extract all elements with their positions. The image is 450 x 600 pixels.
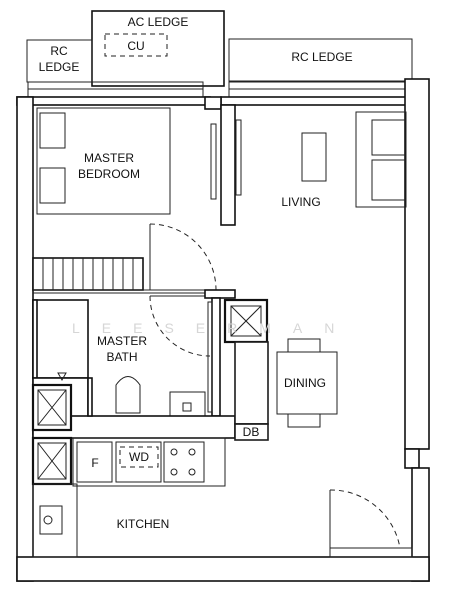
master-bath-label-1: MASTER [97, 334, 147, 348]
cu-label: CU [127, 39, 144, 53]
service-shafts [31, 298, 269, 486]
kitchen [32, 437, 401, 558]
kitchen-label: KITCHEN [117, 517, 170, 531]
master-bedroom-label-2: BEDROOM [78, 167, 140, 181]
dining-label: DINING [284, 376, 326, 390]
master-bedroom-label-1: MASTER [84, 151, 134, 165]
rc-ledge-left-label-1: RC [50, 44, 68, 58]
bedroom-partition [32, 96, 242, 357]
fridge-label: F [91, 456, 98, 470]
living-furniture [301, 111, 407, 208]
master-bath-label-2: BATH [106, 350, 137, 364]
living-label: LIVING [281, 195, 320, 209]
dining-partition [234, 338, 338, 441]
washer-dryer-label: WD [129, 450, 149, 464]
watermark: LEESERMAN [72, 320, 356, 336]
ledges [26, 10, 413, 98]
room-labels: AC LEDGE CU RC LEDGE RC LEDGE MASTER BED… [39, 15, 353, 531]
rc-ledge-right-label: RC LEDGE [291, 50, 352, 64]
ac-ledge-label: AC LEDGE [128, 15, 189, 29]
rc-ledge-left-label-2: LEDGE [39, 60, 80, 74]
db-label: DB [243, 425, 260, 439]
outer-walls [16, 78, 430, 582]
